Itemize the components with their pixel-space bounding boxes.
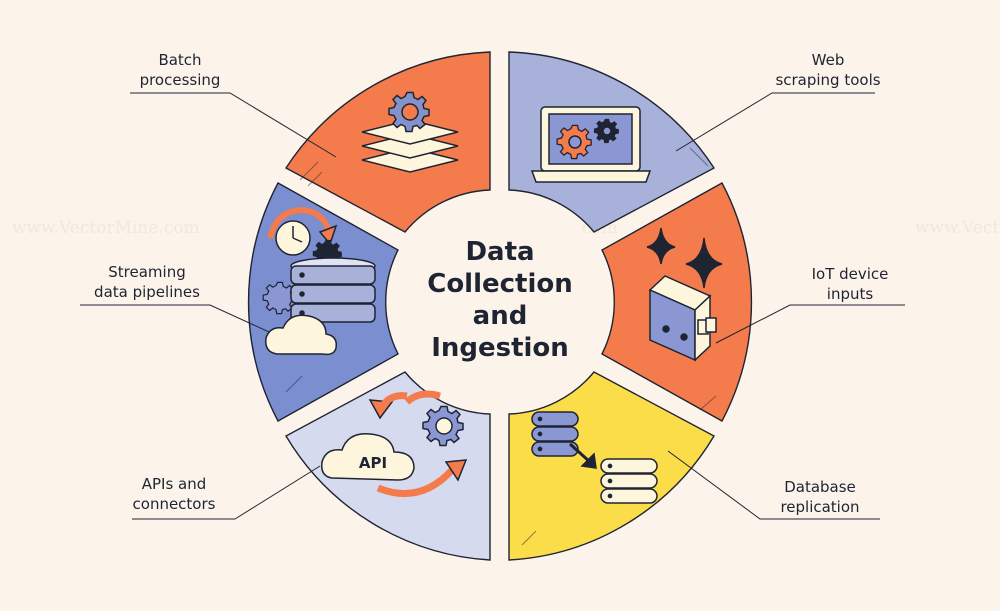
title-line-3: and: [472, 301, 528, 331]
database-replication-icon: [531, 411, 658, 504]
api-badge-text: API: [358, 454, 388, 472]
iot-device-icon: [646, 227, 723, 362]
page-title: Data Collection and Ingestion: [400, 236, 600, 364]
leader-lines: [80, 92, 905, 520]
api-cloud-icon: [320, 390, 468, 498]
layers-gear-icon: [361, 91, 459, 173]
laptop-gears-icon: [530, 106, 652, 183]
title-line-4: Ingestion: [431, 333, 569, 363]
title-line-2: Collection: [427, 269, 573, 299]
center-circle: [391, 193, 609, 411]
title-line-1: Data: [465, 237, 535, 267]
streaming-pipeline-icon: [262, 206, 376, 356]
